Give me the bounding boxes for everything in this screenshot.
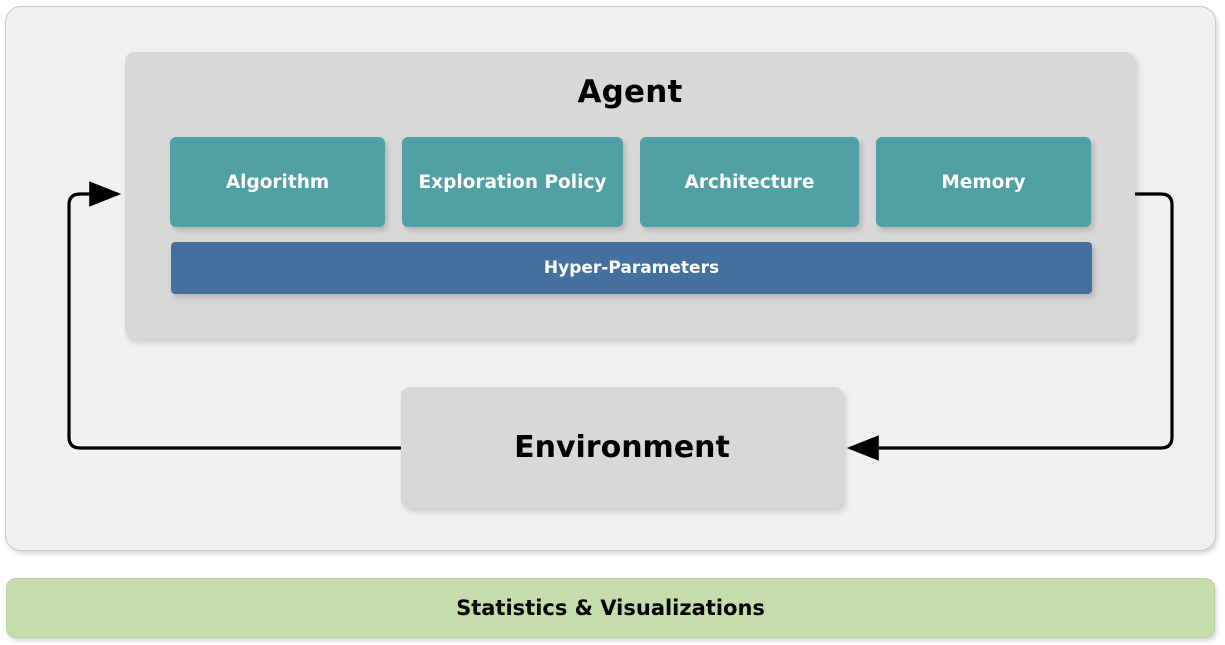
statistics-visualizations-banner[interactable]: Statistics & Visualizations xyxy=(6,578,1215,638)
agent-component-row: Algorithm Exploration Policy Architectur… xyxy=(170,137,1092,227)
component-memory[interactable]: Memory xyxy=(876,137,1091,227)
agent-container: Agent Algorithm Exploration Policy Archi… xyxy=(125,52,1135,339)
agent-title: Agent xyxy=(577,74,683,110)
component-architecture[interactable]: Architecture xyxy=(640,137,859,227)
environment-container[interactable]: Environment xyxy=(401,387,843,508)
component-exploration-policy[interactable]: Exploration Policy xyxy=(402,137,623,227)
hyper-parameters-bar[interactable]: Hyper-Parameters xyxy=(171,242,1092,294)
component-algorithm[interactable]: Algorithm xyxy=(170,137,385,227)
